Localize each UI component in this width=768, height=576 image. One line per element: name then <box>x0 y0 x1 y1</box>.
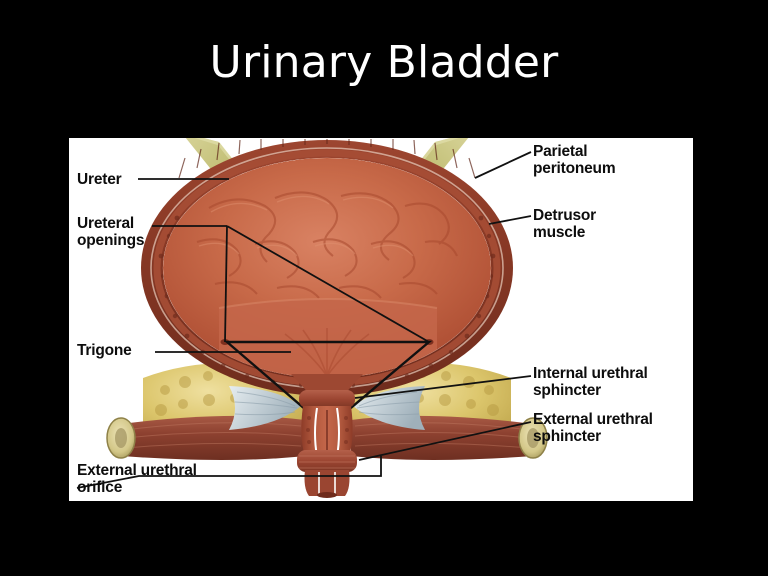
urethra-and-sphincters <box>291 374 363 498</box>
internal-urethral-sphincter-structure <box>299 390 355 408</box>
label-parietal-peritoneum: Parietal peritoneum <box>533 143 616 177</box>
external-urethral-sphincter-structure <box>297 450 357 472</box>
label-ureter: Ureter <box>77 171 122 188</box>
anatomy-figure-panel: Ureter Ureteral openings Trigone Externa… <box>69 138 693 501</box>
pelvic-floor-muscle <box>121 415 533 460</box>
trigone-triangle <box>223 340 433 430</box>
label-trigone: Trigone <box>77 342 132 359</box>
label-internal-urethral-sphincter: Internal urethral sphincter <box>533 365 648 399</box>
urogenital-fascia <box>229 386 425 430</box>
leader-ureteral-openings <box>152 225 430 343</box>
label-external-urethral-orifice: External urethral orifice <box>77 462 197 496</box>
leader-external-sphincter <box>358 421 532 461</box>
leader-parietal-peritoneum <box>474 151 532 179</box>
urinary-bladder-illustration <box>76 138 548 498</box>
page-title: Urinary Bladder <box>209 37 559 88</box>
bladder-mucosa-interior <box>163 158 491 378</box>
label-detrusor-muscle: Detrusor muscle <box>533 207 596 241</box>
leader-lines <box>76 151 532 489</box>
external-urethral-orifice-structure <box>317 492 337 498</box>
cut-bone-ends <box>106 417 548 459</box>
label-external-urethral-sphincter: External urethral sphincter <box>533 411 653 445</box>
leader-external-orifice <box>76 456 382 489</box>
leader-detrusor <box>488 215 532 225</box>
leader-internal-sphincter <box>354 375 532 399</box>
label-ureteral-openings: Ureteral openings <box>77 215 145 249</box>
